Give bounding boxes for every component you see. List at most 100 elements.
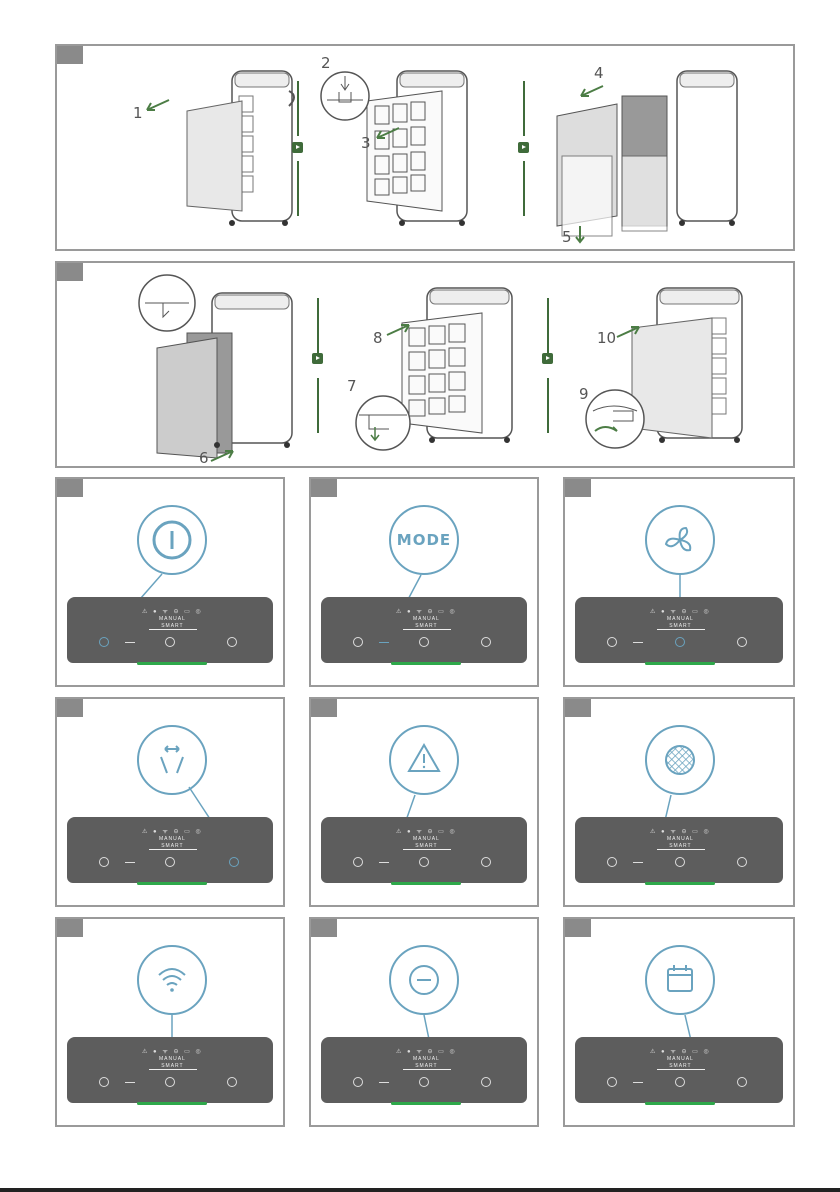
- oscillation-button[interactable]: [737, 857, 747, 867]
- mode-button[interactable]: [379, 862, 389, 863]
- fan-button[interactable]: [165, 857, 175, 867]
- status-light: [391, 1102, 461, 1105]
- latch-detail-circle: [583, 387, 647, 451]
- fan-button[interactable]: [675, 857, 685, 867]
- minus-indicator-frame: ⚠ ● ᯤ ⊖ ▭ ◎ MANUALSMART: [309, 917, 539, 1127]
- frame-tag: [57, 263, 83, 281]
- step-3-label: 3: [361, 134, 371, 152]
- fan-button[interactable]: [419, 857, 429, 867]
- arrow-down-icon: [573, 224, 587, 246]
- manual-label: MANUAL: [413, 836, 440, 842]
- mode-button[interactable]: [379, 1082, 389, 1083]
- oscillation-button[interactable]: [737, 637, 747, 647]
- arrow-icon: [385, 321, 413, 339]
- manual-label: MANUAL: [159, 616, 186, 622]
- arrow-icon: [615, 323, 643, 341]
- mode-button[interactable]: [379, 642, 389, 643]
- indicator-row: ⚠ ● ᯤ ⊖ ▭ ◎: [142, 1047, 203, 1055]
- oscillation-button[interactable]: [227, 1077, 237, 1087]
- fan-button[interactable]: [419, 637, 429, 647]
- power-button[interactable]: [353, 1077, 363, 1087]
- status-light: [391, 882, 461, 885]
- indicator-row: ⚠ ● ᯤ ⊖ ▭ ◎: [142, 607, 203, 615]
- status-light: [391, 662, 461, 665]
- status-light: [645, 1102, 715, 1105]
- manual-label: MANUAL: [667, 836, 694, 842]
- divider: [403, 1069, 451, 1070]
- power-button[interactable]: [99, 637, 109, 647]
- power-button[interactable]: [99, 857, 109, 867]
- status-light: [645, 882, 715, 885]
- fan-button[interactable]: [165, 637, 175, 647]
- control-panel: ⚠ ● ᯤ ⊖ ▭ ◎ MANUALSMART: [321, 1037, 527, 1103]
- fan-button[interactable]: [675, 637, 685, 647]
- oscillation-button[interactable]: [737, 1077, 747, 1087]
- indicator-row: ⚠ ● ᯤ ⊖ ▭ ◎: [396, 1047, 457, 1055]
- step-4-label: 4: [594, 64, 604, 82]
- frame-tag: [57, 46, 83, 64]
- fan-button[interactable]: [165, 1077, 175, 1087]
- next-step-icon: [518, 142, 529, 153]
- separator: [297, 161, 299, 216]
- step-5-label: 5: [562, 228, 572, 246]
- oscillation-button[interactable]: [227, 637, 237, 647]
- power-button[interactable]: [99, 1077, 109, 1087]
- mode-labels: MANUALSMART: [667, 1056, 694, 1070]
- mode-button[interactable]: [125, 642, 135, 643]
- manual-label: MANUAL: [413, 616, 440, 622]
- power-button[interactable]: [353, 637, 363, 647]
- power-button[interactable]: [353, 857, 363, 867]
- indicator-row: ⚠ ● ᯤ ⊖ ▭ ◎: [396, 827, 457, 835]
- page-footer-bar: [0, 1188, 840, 1192]
- next-step-icon: [312, 353, 323, 364]
- status-light: [137, 882, 207, 885]
- wifi-indicator-frame: ⚠ ● ᯤ ⊖ ▭ ◎ MANUALSMART: [55, 917, 285, 1127]
- fan-button[interactable]: [675, 1077, 685, 1087]
- next-step-icon: [292, 142, 303, 153]
- power-button[interactable]: [607, 1077, 617, 1087]
- manual-label: MANUAL: [667, 616, 694, 622]
- mode-button[interactable]: [633, 642, 643, 643]
- power-button[interactable]: [607, 857, 617, 867]
- indicator-row: ⚠ ● ᯤ ⊖ ▭ ◎: [142, 827, 203, 835]
- indicator-row: ⚠ ● ᯤ ⊖ ▭ ◎: [650, 607, 711, 615]
- clip-detail-circle: [319, 70, 371, 122]
- arrow-icon: [373, 124, 403, 144]
- power-button[interactable]: [607, 637, 617, 647]
- oscillation-button[interactable]: [481, 857, 491, 867]
- clip-detail-circle: [353, 393, 413, 453]
- status-light: [645, 662, 715, 665]
- manual-label: MANUAL: [159, 836, 186, 842]
- separator: [523, 161, 525, 216]
- divider: [149, 629, 197, 630]
- manual-label: MANUAL: [159, 1056, 186, 1062]
- filter-removal-frame: 1 2 3 4: [55, 44, 795, 251]
- separator: [523, 81, 525, 136]
- mode-button[interactable]: [633, 862, 643, 863]
- arrow-icon: [209, 447, 237, 465]
- manual-label: MANUAL: [413, 1056, 440, 1062]
- oscillation-button-frame: ⚠ ● ᯤ ⊖ ▭ ◎ MANUALSMART: [55, 697, 285, 907]
- oscillation-button[interactable]: [481, 1077, 491, 1087]
- purifier-illustration-4: [127, 273, 307, 463]
- mode-button[interactable]: [633, 1082, 643, 1083]
- arrow-icon: [143, 96, 173, 116]
- separator: [297, 81, 299, 136]
- mode-button[interactable]: [125, 862, 135, 863]
- step-1-label: 1: [133, 104, 143, 122]
- oscillation-button[interactable]: [229, 857, 239, 867]
- next-step-icon: [542, 353, 553, 364]
- mode-button[interactable]: [125, 1082, 135, 1083]
- divider: [657, 1069, 705, 1070]
- mode-labels: MANUALSMART: [159, 616, 186, 630]
- purifier-illustration-1: [157, 61, 297, 231]
- control-panel: ⚠ ● ᯤ ⊖ ▭ ◎ MANUALSMART: [575, 597, 783, 663]
- fan-button[interactable]: [419, 1077, 429, 1087]
- control-panel: ⚠ ● ᯤ ⊖ ▭ ◎ MANUALSMART: [575, 1037, 783, 1103]
- oscillation-button[interactable]: [481, 637, 491, 647]
- step-6-label: 6: [199, 449, 209, 467]
